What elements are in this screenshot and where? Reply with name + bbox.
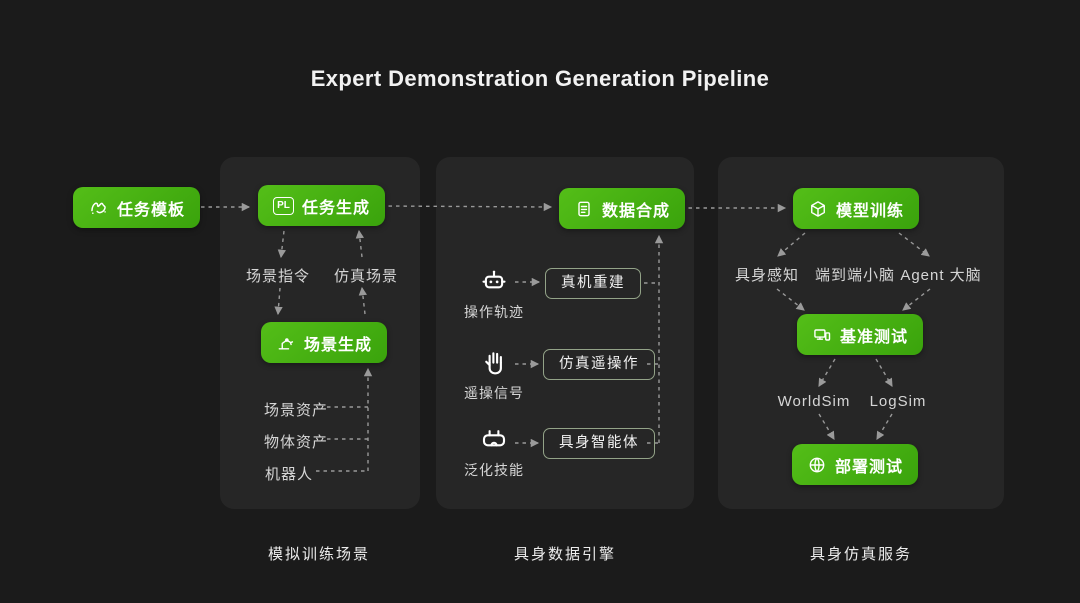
cube-icon	[808, 199, 828, 219]
vr-headset-icon	[479, 424, 509, 454]
pl-badge-icon: PL	[273, 196, 294, 215]
source-teleoperation-signal: 遥操信号	[464, 347, 524, 403]
label-agent-brain: Agent 大脑	[900, 267, 982, 284]
node-label: 任务生成	[302, 199, 371, 217]
node-label: 场景生成	[304, 336, 373, 354]
label-logsim: LogSim	[869, 393, 927, 410]
glove-icon	[479, 347, 509, 377]
node-label: 基准测试	[840, 328, 909, 346]
caption-embodied-data-engine: 具身数据引擎	[513, 546, 617, 563]
node-simulation-teleoperation: 仿真遥操作	[543, 349, 655, 380]
node-task-generation: PL 任务生成	[258, 185, 386, 226]
label-robot-asset: 机器人	[264, 466, 314, 483]
node-label: 模型训练	[836, 202, 905, 220]
node-label: 任务模板	[117, 201, 186, 219]
data-doc-icon	[574, 199, 594, 219]
source-label: 操作轨迹	[464, 304, 524, 320]
globe-icon	[807, 455, 827, 475]
node-label: 数据合成	[602, 202, 671, 220]
node-embodied-agent: 具身智能体	[543, 428, 655, 459]
node-scene-generation: 场景生成	[261, 322, 388, 363]
source-label: 遥操信号	[464, 385, 524, 401]
source-label: 泛化技能	[464, 462, 524, 478]
source-generalization-skill: 泛化技能	[464, 424, 524, 480]
label-simulation-scene: 仿真场景	[333, 268, 399, 285]
label-scene-assets: 场景资产	[263, 402, 329, 419]
node-data-synthesis: 数据合成	[559, 188, 686, 229]
devices-icon	[812, 325, 832, 345]
node-real-machine-reconstruction: 真机重建	[545, 268, 641, 299]
label-scene-instruction: 场景指令	[245, 268, 311, 285]
diagram-title: Expert Demonstration Generation Pipeline	[310, 66, 770, 91]
node-deployment-test: 部署测试	[792, 444, 919, 485]
caption-simulation-training-scene: 模拟训练场景	[267, 546, 371, 563]
source-operation-trajectory: 操作轨迹	[464, 266, 524, 322]
spark-scribble-icon	[88, 197, 109, 218]
caption-embodied-simulation-service: 具身仿真服务	[809, 546, 913, 563]
node-benchmark-test: 基准测试	[797, 314, 924, 355]
robot-icon	[479, 266, 509, 296]
label-end-to-end-cerebellum: 端到端小脑	[814, 267, 896, 284]
label-object-assets: 物体资产	[263, 434, 329, 451]
label-worldsim: WorldSim	[777, 393, 851, 410]
robot-arm-icon	[276, 333, 296, 353]
node-model-training: 模型训练	[793, 188, 920, 229]
label-embodied-perception: 具身感知	[734, 267, 800, 284]
node-task-template: 任务模板	[73, 187, 201, 228]
node-label: 部署测试	[835, 458, 904, 476]
